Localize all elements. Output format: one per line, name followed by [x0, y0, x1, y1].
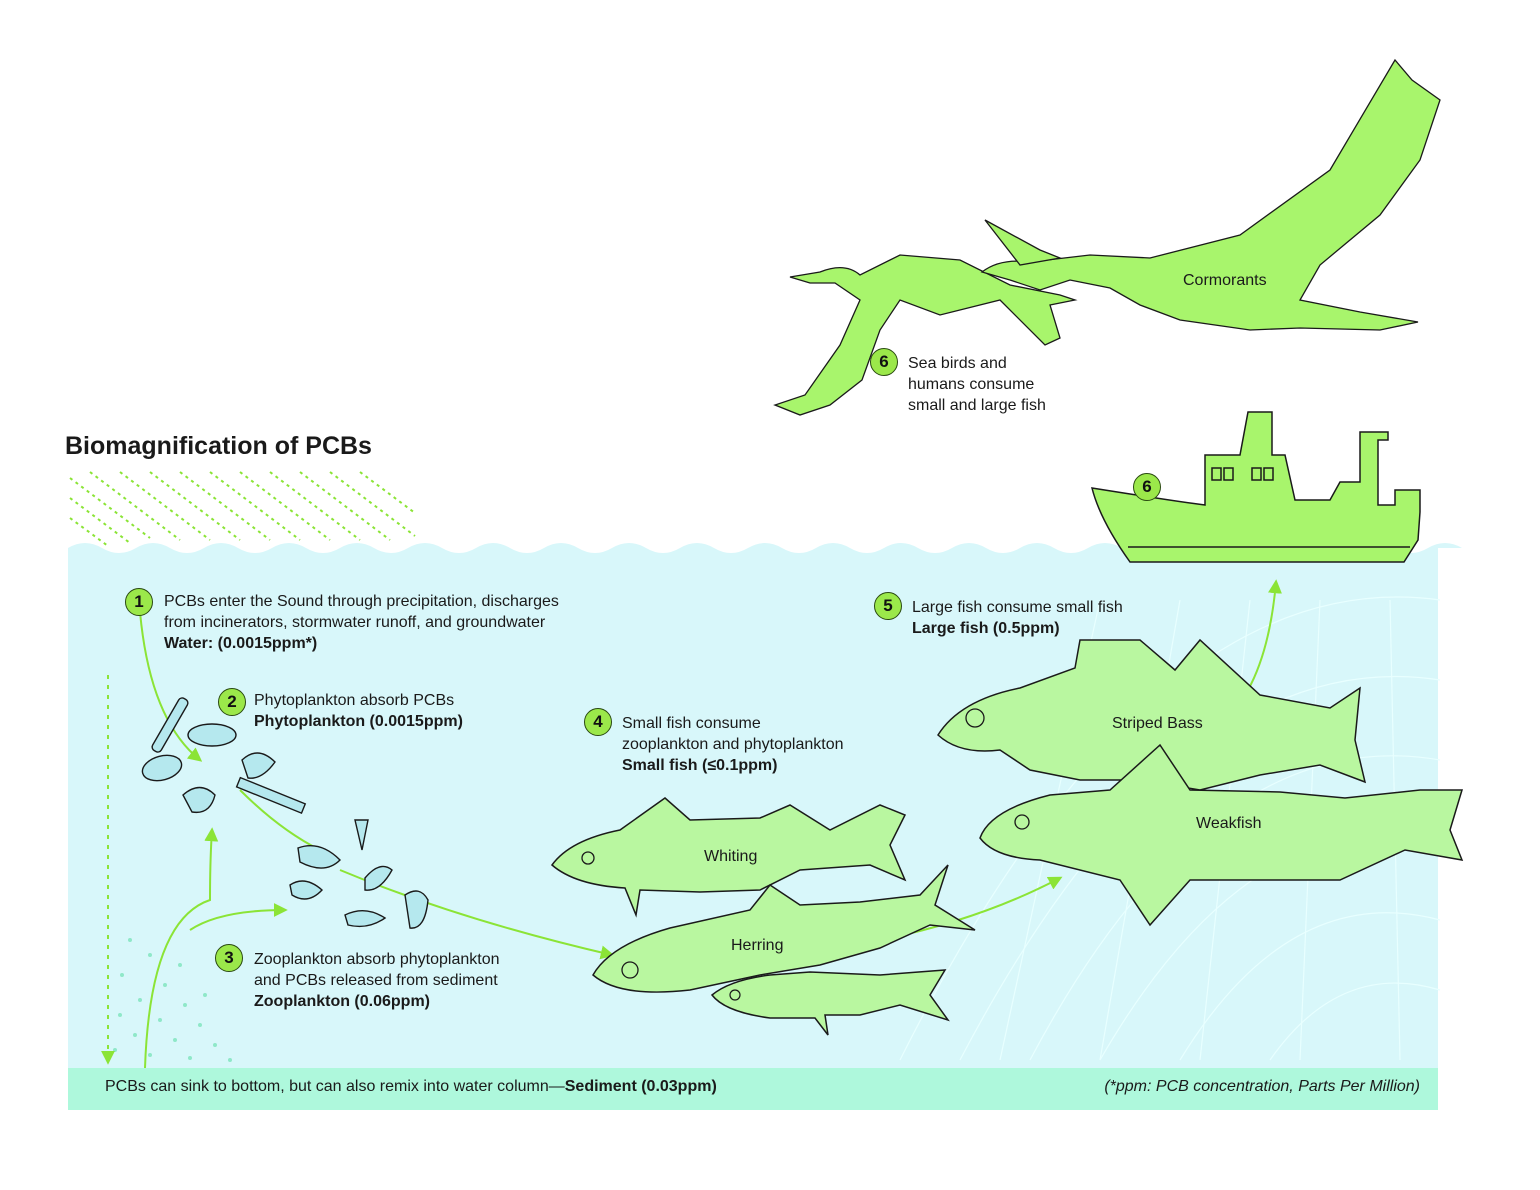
arrow-largefish-to-boat — [1247, 579, 1282, 691]
step-4-label: Small fish consume zooplankton and phyto… — [622, 713, 844, 776]
step-3-badge: 3 — [215, 944, 243, 972]
step-1-line-1: PCBs enter the Sound through precipitati… — [164, 593, 559, 610]
arrow-sediment-up — [144, 827, 219, 1069]
step-6-label: Sea birds and humans consume small and l… — [908, 353, 1046, 416]
small-herring-fish — [710, 969, 950, 1036]
sediment-label: PCBs can sink to bottom, but can also re… — [105, 1078, 717, 1096]
step-5-concentration: Large fish (0.5ppm) — [912, 620, 1060, 637]
striped-bass-label: Striped Bass — [1112, 715, 1203, 732]
sediment-band — [68, 1068, 1438, 1110]
whiting-label: Whiting — [704, 848, 758, 865]
sediment-text: PCBs can sink to bottom, but can also re… — [105, 1078, 565, 1095]
step-6-line-3: small and large fish — [908, 397, 1046, 414]
whiting-fish — [550, 797, 907, 918]
step-4-badge: 4 — [584, 708, 612, 736]
striped-bass-fish — [937, 638, 1367, 791]
step-2-line-1: Phytoplankton absorb PCBs — [254, 692, 455, 709]
phytoplankton-icon — [141, 697, 307, 815]
step-3-line-2: and PCBs released from sediment — [254, 972, 498, 989]
weakfish-eye — [1014, 814, 1030, 830]
step-4-line-1: Small fish consume — [622, 715, 761, 732]
herring-eye — [621, 961, 639, 979]
sediment-dots — [113, 938, 232, 1062]
boat-icon — [1090, 411, 1421, 563]
step-5-badge: 5 — [874, 592, 902, 620]
arrow-water-to-phyto — [139, 611, 203, 762]
step-3-label: Zooplankton absorb phytoplankton and PCB… — [254, 949, 500, 1012]
zooplankton-icon — [289, 819, 429, 929]
striped-bass-eye — [965, 708, 985, 728]
weakfish-fish — [979, 743, 1464, 927]
step-2-label: Phytoplankton absorb PCBs Phytoplankton … — [254, 690, 463, 732]
step-3-concentration: Zooplankton (0.06ppm) — [254, 993, 430, 1010]
step-6-line-2: humans consume — [908, 376, 1035, 393]
cormorants-icon — [773, 58, 1441, 416]
small-herring-eye — [729, 989, 741, 1001]
arrow-sediment-to-zoo — [189, 903, 288, 931]
step-6-line-1: Sea birds and — [908, 355, 1007, 372]
whiting-eye — [581, 851, 595, 865]
herring-fish — [592, 864, 976, 993]
diagram-title: Biomagnification of PCBs — [65, 432, 372, 460]
weakfish-label: Weakfish — [1196, 815, 1262, 832]
step-6-badge: 6 — [870, 348, 898, 376]
precipitation-icon — [69, 471, 416, 547]
step-2-concentration: Phytoplankton (0.0015ppm) — [254, 713, 463, 730]
step-1-label: PCBs enter the Sound through precipitati… — [164, 591, 559, 654]
step-4-line-2: zooplankton and phytoplankton — [622, 736, 844, 753]
step-1-badge: 1 — [125, 588, 153, 616]
step-1-line-2: from incinerators, stormwater runoff, an… — [164, 614, 546, 631]
step-3-line-1: Zooplankton absorb phytoplankton — [254, 951, 500, 968]
sediment-concentration: Sediment (0.03ppm) — [564, 1078, 717, 1095]
herring-label: Herring — [731, 937, 784, 954]
step-1-concentration: Water: (0.0015ppm*) — [164, 635, 318, 652]
boat-step-badge: 6 — [1133, 473, 1161, 501]
step-2-badge: 2 — [218, 688, 246, 716]
ppm-footnote: (*ppm: PCB concentration, Parts Per Mill… — [1104, 1078, 1420, 1095]
step-4-concentration: Small fish (≤0.1ppm) — [622, 757, 778, 774]
cormorants-label: Cormorants — [1183, 272, 1267, 289]
step-5-line-1: Large fish consume small fish — [912, 599, 1123, 616]
step-5-label: Large fish consume small fish Large fish… — [912, 597, 1123, 639]
